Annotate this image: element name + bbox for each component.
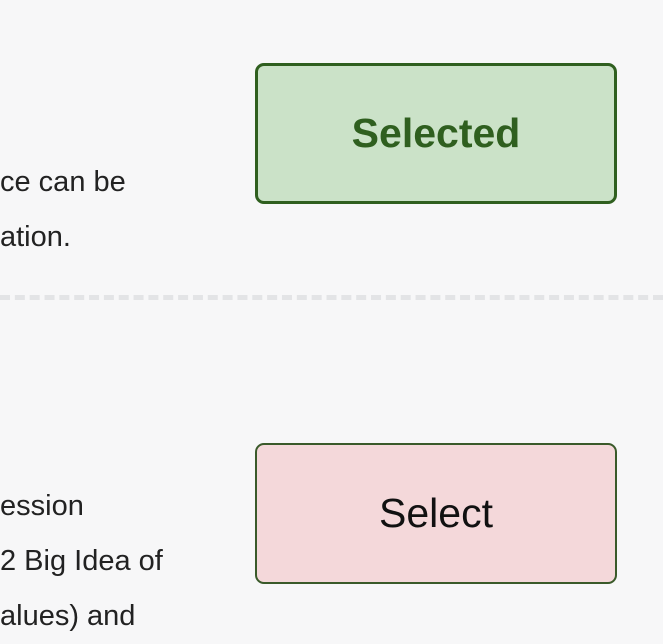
description-line: ation.	[0, 221, 71, 253]
option-description: ession 2 Big Idea of alues) and	[0, 479, 163, 644]
description-line: ession	[0, 490, 84, 522]
option-row-2: ession 2 Big Idea of alues) and Select	[0, 300, 663, 643]
select-button[interactable]: Select	[255, 443, 617, 584]
option-description: ce can be ation.	[0, 155, 126, 265]
description-line: 2 Big Idea of	[0, 545, 163, 577]
description-line: ce can be	[0, 166, 126, 198]
row-divider	[0, 295, 663, 300]
description-line: alues) and	[0, 600, 136, 632]
option-row-1: ce can be ation. Selected	[0, 0, 663, 298]
selected-button[interactable]: Selected	[255, 63, 617, 204]
